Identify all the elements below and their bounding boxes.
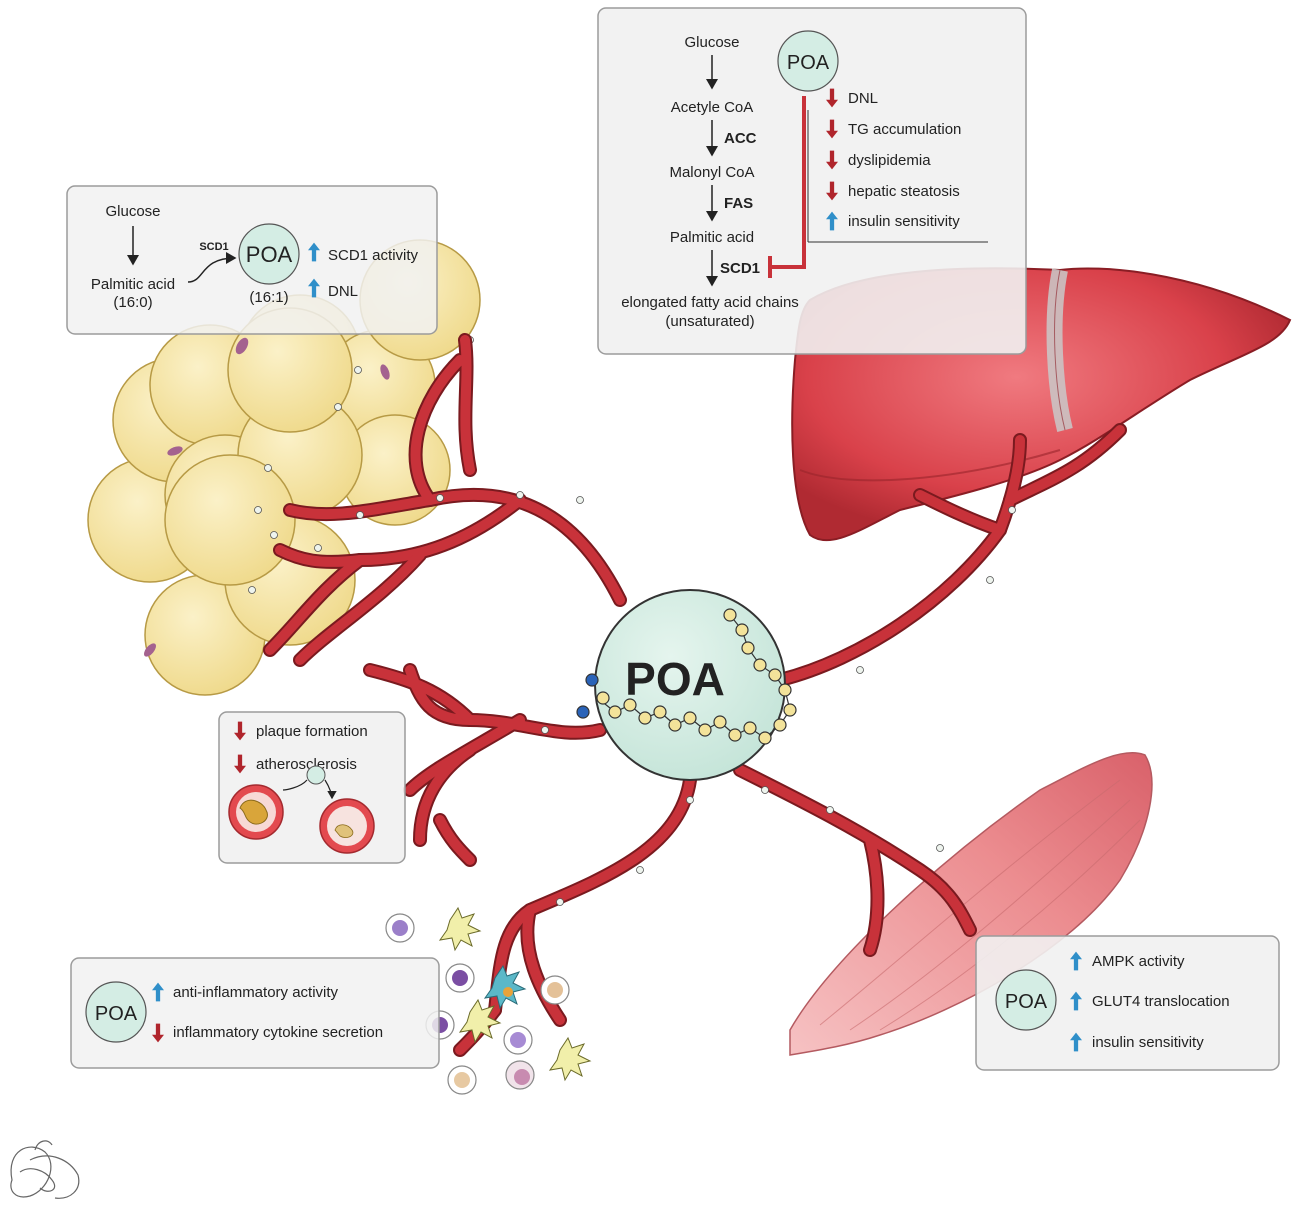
plaque-vessel-after: [319, 798, 375, 854]
liver-pathway-3: Palmitic acid: [670, 229, 754, 246]
immune-info-box: POA anti-inflammatory activity inflammat…: [70, 957, 440, 1069]
immune-effect-1: inflammatory cytokine secretion: [173, 1024, 383, 1041]
muscle-effect-2: insulin sensitivity: [1092, 1034, 1204, 1051]
plaque-vessel-before: [228, 784, 284, 840]
muscle-organ: [789, 752, 1153, 1056]
liver-product-line2: (unsaturated): [665, 313, 754, 330]
liver-pathway-1: Acetyle CoA: [671, 99, 754, 116]
central-poa-label: POA: [625, 653, 725, 705]
vascular-effect-0: plaque formation: [256, 723, 368, 740]
vascular-info-box: plaque formation atherosclerosis: [218, 711, 406, 864]
liver-info-box: Glucose Acetyle CoA ACC Malonyl CoA FAS …: [597, 7, 1027, 355]
liver-effect-2: dyslipidemia: [848, 152, 931, 169]
adipose-enzyme: SCD1: [199, 241, 228, 253]
muscle-info-box: POA AMPK activity GLUT4 translocation in…: [975, 935, 1280, 1071]
liver-effect-0: DNL: [848, 90, 878, 107]
adipose-effect-0: SCD1 activity: [328, 247, 419, 264]
liver-effect-4: insulin sensitivity: [848, 213, 960, 230]
adipose-poa: POA: [246, 242, 293, 267]
adipose-effect-1: DNL: [328, 283, 358, 300]
liver-pathway-2: Malonyl CoA: [669, 164, 754, 181]
immune-poa: POA: [95, 1003, 138, 1025]
liver-enzyme-fas: FAS: [724, 195, 753, 212]
immune-effect-0: anti-inflammatory activity: [173, 984, 339, 1001]
liver-effect-3: hepatic steatosis: [848, 183, 960, 200]
liver-poa: POA: [787, 52, 830, 74]
adipose-palmitic-ratio: (16:0): [113, 294, 152, 311]
liver-enzyme-acc: ACC: [724, 130, 757, 147]
blood-vessels: [248, 333, 1127, 1057]
muscle-effect-0: AMPK activity: [1092, 953, 1185, 970]
palmitoleic-molecule: [576, 608, 797, 745]
muscle-poa: POA: [1005, 991, 1048, 1013]
liver-product-line1: elongated fatty acid chains: [621, 294, 799, 311]
liver-pathway-0: Glucose: [684, 34, 739, 51]
adipose-poa-ratio: (16:1): [249, 289, 288, 306]
liver-effect-1: TG accumulation: [848, 121, 961, 138]
liver-enzyme-scd1: SCD1: [720, 260, 760, 277]
adipose-glucose: Glucose: [105, 203, 160, 220]
muscle-effect-1: GLUT4 translocation: [1092, 993, 1230, 1010]
vascular-effect-1: atherosclerosis: [256, 756, 357, 773]
central-poa-node: POA: [576, 589, 797, 781]
immune-cells: [385, 906, 592, 1095]
adipose-info-box: Glucose Palmitic acid (16:0) SCD1 POA (1…: [66, 185, 438, 335]
adipose-palmitic: Palmitic acid: [91, 276, 175, 293]
signature-logo: [10, 1140, 80, 1199]
